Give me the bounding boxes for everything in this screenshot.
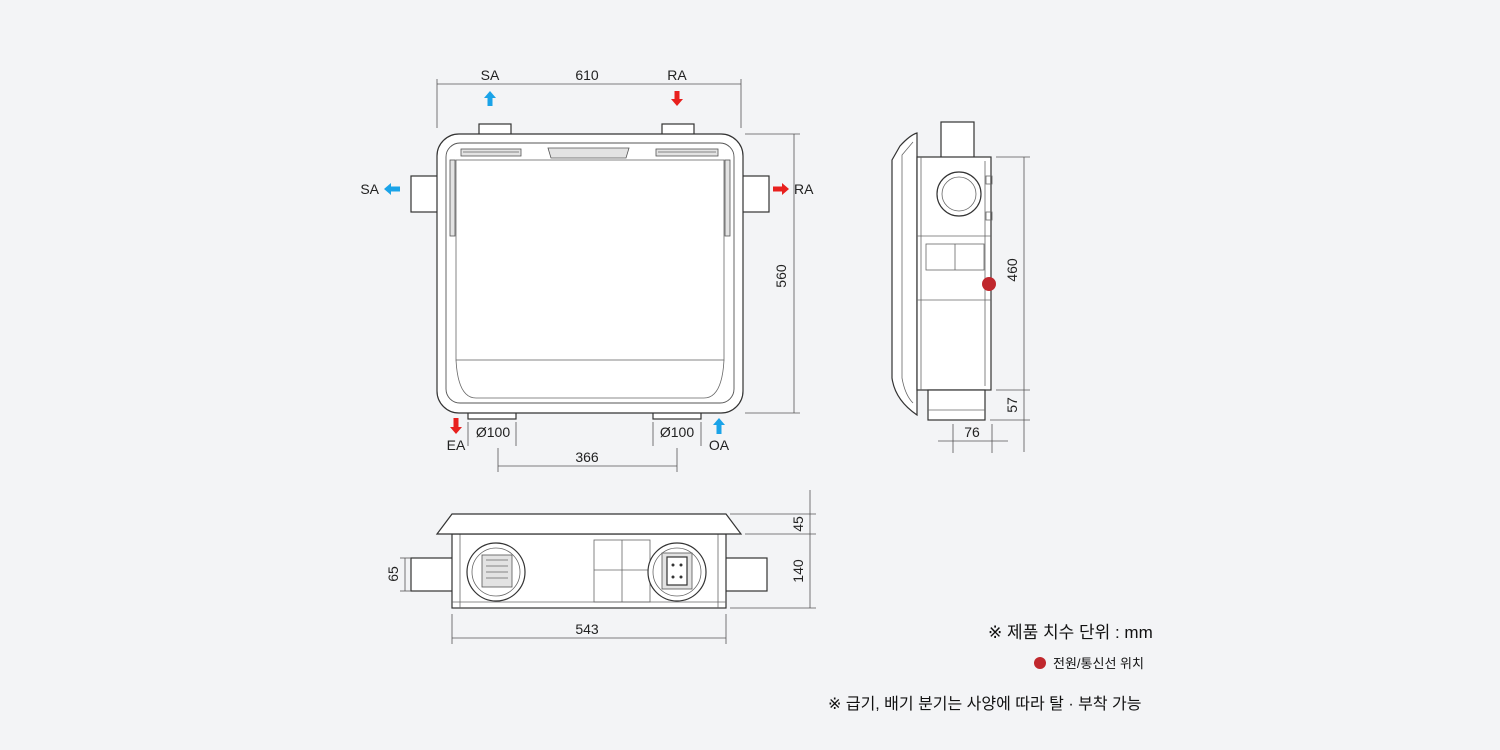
dim-543-label: 543	[575, 621, 599, 637]
top-inner-curve	[455, 359, 725, 399]
sa-left-label: SA	[360, 181, 379, 197]
front-left-duct	[410, 557, 454, 592]
ra-top-arrow-icon	[671, 91, 683, 106]
ea-label: EA	[447, 437, 466, 453]
oa-arrow-icon	[713, 418, 725, 434]
dim-610: 610	[436, 67, 742, 128]
power-point-icon	[1034, 656, 1046, 669]
dim-543: 543	[451, 614, 727, 644]
branch-note: ※ 급기, 배기 분기는 사양에 따라 탈 · 부착 가능	[828, 696, 1142, 713]
dim-76: 76	[938, 424, 1008, 453]
top-inner-frame	[445, 142, 735, 404]
side-duct-circle	[936, 171, 982, 217]
front-right-duct	[724, 557, 768, 592]
dim-560-label: 560	[773, 264, 789, 288]
oa-label: OA	[709, 437, 730, 453]
sa-top-label: SA	[481, 67, 500, 83]
dim-diameter-left: Ø100	[467, 422, 517, 446]
top-view: 610 560 366 Ø100 Ø100	[360, 67, 814, 472]
dim-140-label: 140	[790, 559, 806, 583]
dim-45-140: 45 140	[730, 490, 816, 609]
ea-arrow-icon	[450, 418, 462, 434]
top-grilles	[449, 147, 731, 237]
dim-65: 65	[385, 557, 411, 592]
side-bottom-duct	[927, 389, 986, 421]
ra-right-label: RA	[794, 181, 814, 197]
power-note-label: 전원/통신선 위치	[1053, 656, 1144, 671]
dim-57: 57	[990, 390, 1030, 452]
ra-top-label: RA	[667, 67, 687, 83]
sa-top-arrow-icon	[484, 91, 496, 106]
left-duct-sa	[410, 175, 440, 213]
power-note: 전원/통신선 위치	[1034, 653, 1144, 672]
dim-57-label: 57	[1004, 397, 1020, 413]
unit-note: ※ 제품 치수 단위 : mm	[988, 623, 1153, 642]
dim-45-label: 45	[790, 516, 806, 532]
right-duct-ra	[740, 175, 770, 213]
front-view: 543 45 140 65	[385, 490, 816, 644]
diameter-right-label: Ø100	[660, 424, 694, 440]
power-point-dot	[982, 277, 996, 291]
dim-610-label: 610	[575, 67, 599, 83]
side-top-duct	[940, 121, 975, 159]
ra-right-arrow-icon	[773, 183, 789, 195]
dim-76-label: 76	[964, 424, 980, 440]
front-flange	[435, 513, 743, 535]
diameter-left-label: Ø100	[476, 424, 510, 440]
dim-diameter-right: Ø100	[652, 422, 702, 446]
dim-460: 460	[996, 156, 1030, 391]
side-flange	[891, 132, 918, 417]
sa-left-arrow-icon	[384, 183, 400, 195]
top-inner-panel	[455, 159, 725, 361]
dim-65-label: 65	[385, 566, 401, 582]
side-view: 460 57 76	[891, 121, 1030, 453]
dim-366-label: 366	[575, 449, 599, 465]
dim-560: 560	[745, 133, 800, 414]
dim-366: 366	[497, 448, 678, 472]
dim-460-label: 460	[1004, 258, 1020, 282]
